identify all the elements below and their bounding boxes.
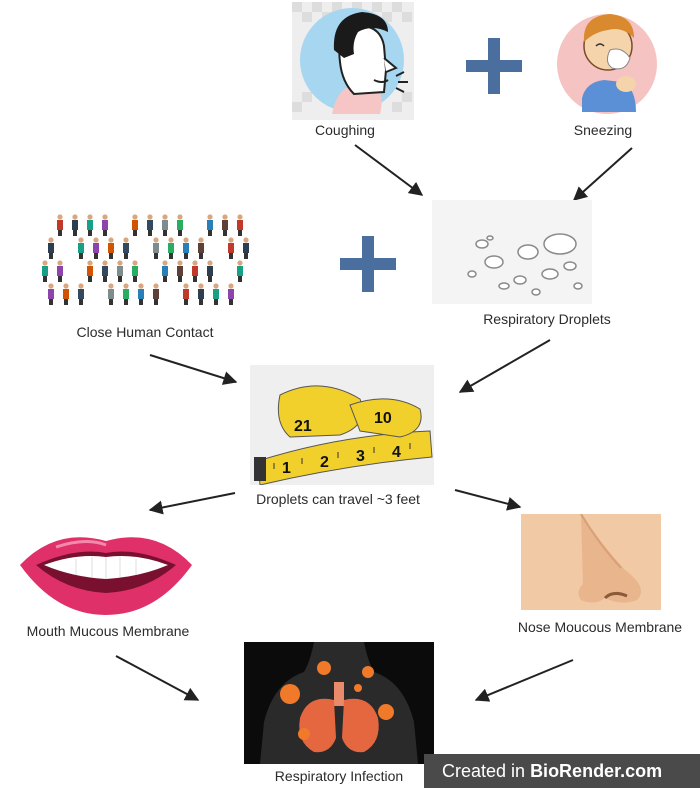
mouth-node: [16, 525, 196, 617]
plus-icon: [466, 38, 522, 94]
coughing-label: Coughing: [315, 122, 375, 138]
arrow-mouth-to-infection: [115, 655, 200, 701]
sneezing-label: Sneezing: [573, 122, 633, 138]
arrow-droplets-to-travel: [458, 339, 551, 393]
crowd-person-icon: [228, 237, 234, 259]
crowd-person-icon: [57, 214, 63, 236]
tape-mark-2: 2: [320, 454, 329, 471]
crowd-person-icon: [168, 237, 174, 259]
crowd-person-icon: [102, 260, 108, 282]
crowd-person-icon: [207, 260, 213, 282]
crowd-person-icon: [132, 214, 138, 236]
crowd-person-icon: [207, 214, 213, 236]
tape-measure-node: 1 2 3 4 10 21: [250, 365, 434, 486]
nose-node: [521, 513, 661, 610]
crowd-person-icon: [123, 237, 129, 259]
lips-icon: [20, 537, 192, 615]
crowd-person-icon: [102, 214, 108, 236]
close-contact-label: Close Human Contact: [76, 324, 214, 340]
close-contact-node: [36, 208, 256, 308]
plus-icon: [340, 236, 396, 292]
crowd-person-icon: [72, 214, 78, 236]
crowd-person-icon: [93, 237, 99, 259]
crowd-person-icon: [117, 260, 123, 282]
tape-mark-1: 1: [282, 460, 291, 477]
crowd-person-icon: [78, 237, 84, 259]
crowd-person-icon: [108, 283, 114, 305]
crowd-person-icon: [63, 283, 69, 305]
crowd-person-icon: [48, 237, 54, 259]
sneezing-person-icon: [557, 14, 657, 114]
coughing-node: [292, 2, 414, 120]
crowd-person-icon: [183, 237, 189, 259]
watermark-prefix: Created in: [442, 761, 531, 781]
crowd-person-icon: [57, 260, 63, 282]
crowd-person-icon: [237, 260, 243, 282]
nose-label: Nose Moucous Membrane: [517, 619, 683, 635]
mouth-label: Mouth Mucous Membrane: [26, 623, 190, 639]
crowd-person-icon: [228, 283, 234, 305]
respiratory-droplets-label: Respiratory Droplets: [483, 311, 611, 327]
crowd-person-icon: [213, 283, 219, 305]
crowd-person-icon: [162, 260, 168, 282]
infected-lungs-icon: [244, 642, 434, 764]
tape-measure-icon: 1 2 3 4 10 21: [250, 365, 434, 486]
coughing-person-icon: [292, 2, 414, 120]
plus-operator-middle: [340, 236, 396, 292]
watermark-brand: BioRender.com: [530, 761, 663, 781]
crowd-person-icon: [198, 283, 204, 305]
crowd-person-icon: [123, 283, 129, 305]
crowd-person-icon: [87, 214, 93, 236]
arrow-nose-to-infection: [474, 659, 574, 702]
crowd-person-icon: [222, 214, 228, 236]
crowd-person-icon: [162, 214, 168, 236]
tape-mark-21: 21: [294, 418, 312, 435]
water-droplets-icon: [432, 200, 592, 304]
tape-mark-10: 10: [374, 410, 392, 427]
crowd-icon: [42, 214, 249, 305]
respiratory-droplets-node: [432, 200, 592, 304]
crowd-person-icon: [183, 283, 189, 305]
crowd-person-icon: [192, 260, 198, 282]
tape-mark-3: 3: [356, 448, 365, 465]
crowd-person-icon: [243, 237, 249, 259]
droplets-travel-label: Droplets can travel ~3 feet: [256, 491, 420, 507]
tape-mark-4: 4: [392, 444, 401, 461]
nose-icon: [521, 513, 661, 610]
arrow-travel-to-nose: [454, 489, 522, 511]
crowd-person-icon: [87, 260, 93, 282]
arrow-coughing-to-droplets: [354, 144, 424, 196]
arrow-travel-to-mouth: [148, 492, 236, 515]
crowd-person-icon: [177, 214, 183, 236]
crowd-person-icon: [132, 260, 138, 282]
crowd-person-icon: [108, 237, 114, 259]
crowd-person-icon: [153, 283, 159, 305]
plus-operator-top: [466, 38, 522, 94]
crowd-person-icon: [177, 260, 183, 282]
crowd-person-icon: [78, 283, 84, 305]
infection-node: [244, 642, 434, 764]
crowd-person-icon: [198, 237, 204, 259]
crowd-person-icon: [48, 283, 54, 305]
crowd-person-icon: [138, 283, 144, 305]
crowd-person-icon: [42, 260, 48, 282]
infection-label: Respiratory Infection: [274, 768, 404, 784]
crowd-person-icon: [147, 214, 153, 236]
sneezing-node: [552, 2, 662, 120]
crowd-person-icon: [237, 214, 243, 236]
crowd-person-icon: [153, 237, 159, 259]
biorender-watermark: Created in BioRender.com: [424, 754, 700, 788]
arrow-contact-to-travel: [149, 354, 238, 385]
arrow-sneezing-to-droplets: [572, 147, 633, 201]
